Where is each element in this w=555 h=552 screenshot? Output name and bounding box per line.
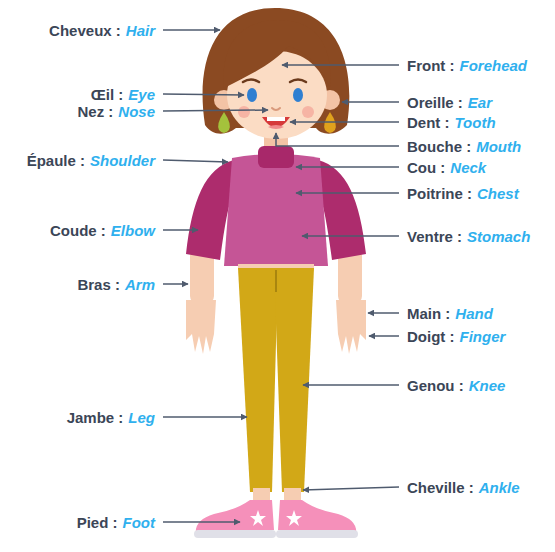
leader-line [163, 229, 198, 231]
french-term: Œil : [91, 86, 124, 103]
leader-line [163, 416, 247, 418]
french-term: Cheveux : [49, 22, 121, 39]
english-term: Ear [468, 94, 492, 111]
leader-line [163, 521, 240, 523]
english-term: Neck [450, 159, 486, 176]
leader-line [282, 64, 399, 66]
shoe [278, 500, 356, 534]
french-term: Nez : [77, 103, 113, 120]
english-term: Tooth [455, 114, 496, 131]
eyebrow [290, 80, 306, 83]
english-term: Finger [459, 328, 505, 345]
sole [276, 530, 358, 538]
french-term: Doigt : [407, 328, 454, 345]
french-term: Bouche : [407, 138, 471, 155]
collar [258, 146, 294, 168]
shoe [196, 500, 274, 534]
shoe-star [286, 510, 302, 526]
shoe-star [250, 510, 266, 526]
cheek [302, 106, 314, 118]
english-term: Arm [125, 276, 155, 293]
french-term: Cheville : [407, 479, 474, 496]
eyebrow [243, 80, 259, 83]
pants [238, 268, 278, 492]
english-term: Stomach [467, 228, 530, 245]
french-term: Dent : [407, 114, 450, 131]
english-term: Elbow [111, 222, 155, 239]
french-term: Poitrine : [407, 185, 472, 202]
leader-line [369, 335, 399, 337]
fringe [224, 20, 331, 88]
leader-line [163, 160, 228, 162]
leader-line [163, 110, 268, 111]
french-term: Pied : [77, 514, 118, 531]
leader-line [290, 121, 399, 123]
french-term: Main : [407, 305, 450, 322]
english-term: Foot [123, 514, 155, 531]
hand [186, 300, 216, 354]
hand [336, 300, 366, 354]
eye [247, 88, 257, 102]
english-term: Eye [128, 86, 155, 103]
english-term: Mouth [476, 138, 521, 155]
french-term: Épaule : [27, 152, 85, 169]
english-term: Hand [455, 305, 493, 322]
english-term: Hair [126, 22, 155, 39]
eye [293, 88, 303, 102]
sole [194, 530, 276, 538]
leader-line [163, 94, 244, 95]
english-term: Forehead [459, 57, 527, 74]
french-term: Front : [407, 57, 454, 74]
french-term: Genou : [407, 377, 464, 394]
tongue [268, 125, 284, 129]
english-term: Ankle [479, 479, 520, 496]
leader-line [302, 235, 399, 237]
leader-line [368, 312, 399, 314]
leader-line [342, 101, 399, 103]
english-term: Leg [128, 409, 155, 426]
ankle [284, 488, 301, 502]
french-term: Ventre : [407, 228, 462, 245]
english-term: Knee [469, 377, 506, 394]
pants-seam [275, 270, 277, 292]
cheek [238, 106, 250, 118]
french-term: Coude : [50, 222, 106, 239]
english-term: Nose [118, 103, 155, 120]
leader-line [296, 166, 399, 168]
earring [218, 112, 230, 133]
english-term: Chest [477, 185, 519, 202]
teeth [267, 117, 285, 121]
leader-line [296, 192, 399, 194]
french-term: Oreille : [407, 94, 463, 111]
french-term: Jambe : [67, 409, 124, 426]
leader-line [163, 29, 220, 31]
french-term: Bras : [77, 276, 120, 293]
ankle [253, 488, 270, 502]
pants [274, 268, 314, 492]
french-term: Cou : [407, 159, 445, 176]
nose [272, 108, 280, 110]
leader-line [276, 133, 399, 146]
sweater [224, 154, 328, 266]
english-term: Shoulder [90, 152, 155, 169]
leader-line [303, 487, 399, 490]
leader-line [303, 384, 399, 386]
leader-line [163, 283, 188, 285]
